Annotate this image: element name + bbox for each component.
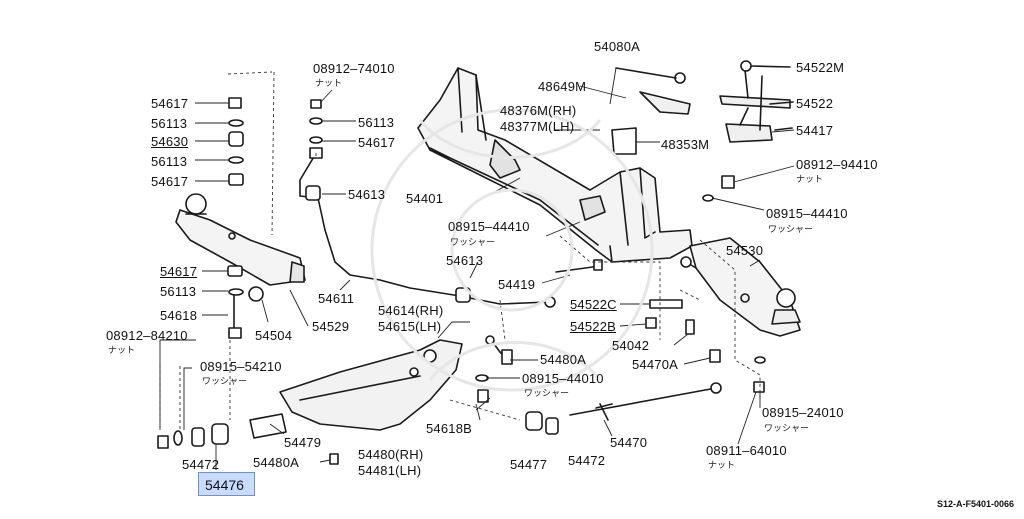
label-54504[interactable]: 54504 (255, 328, 293, 343)
label-54522C[interactable]: 54522C (570, 297, 617, 312)
label-washer-center: ワッシャー (450, 237, 496, 247)
label-54617-left-3[interactable]: 54617 (160, 264, 198, 279)
label-washer-right: ワッシャー (768, 224, 814, 234)
right-hardware (555, 127, 766, 393)
lower-plate-54480 (279, 339, 489, 431)
highlighted-part-54476[interactable]: 54476 (198, 472, 255, 496)
label-08912-84210[interactable]: 08912–84210 (106, 328, 188, 343)
label-54522[interactable]: 54522 (796, 96, 834, 111)
label-54630[interactable]: 54630 (151, 134, 189, 149)
label-54617-right[interactable]: 54617 (358, 135, 396, 150)
label-48377M[interactable]: 48377M(LH) (500, 119, 575, 134)
label-54613-center[interactable]: 54613 (446, 253, 484, 268)
label-54480A-center[interactable]: 54480A (540, 352, 587, 367)
label-nut: ナット (315, 78, 343, 88)
label-nut-2: ナット (796, 174, 824, 184)
label-08915-54210[interactable]: 08915–54210 (200, 359, 282, 374)
crossmember-54401 (417, 67, 693, 263)
label-54480-rh[interactable]: 54480(RH) (358, 447, 424, 462)
label-48353M[interactable]: 48353M (661, 137, 710, 152)
label-54529[interactable]: 54529 (312, 319, 350, 334)
label-54477[interactable]: 54477 (510, 457, 548, 472)
label-54481-lh[interactable]: 54481(LH) (358, 463, 422, 478)
watermark-emblem (370, 108, 654, 392)
label-54479[interactable]: 54479 (284, 435, 322, 450)
label-54618[interactable]: 54618 (160, 308, 198, 323)
bracket-54522 (615, 60, 794, 143)
left-parts-stack (227, 97, 244, 339)
label-08912-74010[interactable]: 08912–74010 (313, 61, 395, 76)
label-56113-left-3[interactable]: 56113 (160, 284, 197, 299)
label-washer-center-2: ワッシャー (524, 388, 570, 398)
label-56113-left-1[interactable]: 56113 (151, 116, 188, 131)
label-56113-left-2[interactable]: 56113 (151, 154, 188, 169)
label-08915-24010[interactable]: 08915–24010 (762, 405, 844, 420)
label-54419[interactable]: 54419 (498, 277, 536, 292)
label-54615-lh[interactable]: 54615(LH) (378, 319, 442, 334)
label-54613[interactable]: 54613 (348, 187, 386, 202)
label-48649M[interactable]: 48649M (538, 79, 587, 94)
label-54470[interactable]: 54470 (610, 435, 648, 450)
label-54472-right[interactable]: 54472 (568, 453, 606, 468)
label-54611[interactable]: 54611 (318, 291, 355, 306)
label-nut-4: ナット (708, 460, 736, 470)
label-54618B[interactable]: 54618B (426, 421, 473, 436)
label-54522M[interactable]: 54522M (796, 60, 845, 75)
label-washer-left: ワッシャー (202, 376, 248, 386)
label-54470A[interactable]: 54470A (632, 357, 679, 372)
label-54080A[interactable]: 54080A (594, 39, 641, 54)
label-54617-left-2[interactable]: 54617 (151, 174, 189, 189)
label-washer-right-2: ワッシャー (764, 423, 810, 433)
label-08915-44010[interactable]: 08915–44010 (522, 371, 604, 386)
tension-rod-54470 (525, 349, 722, 435)
label-54401[interactable]: 54401 (406, 191, 444, 206)
bottom-left-bushings (157, 413, 339, 465)
left-arm-54504 (175, 193, 306, 302)
label-08915-44410-right[interactable]: 08915–44410 (766, 206, 848, 221)
label-08912-94410[interactable]: 08912–94410 (796, 157, 878, 172)
stabilizer-link-54614 (475, 335, 513, 382)
label-08911-64010[interactable]: 08911–64010 (706, 443, 787, 458)
label-54042[interactable]: 54042 (612, 338, 650, 353)
lower-arm-54530 (680, 237, 801, 337)
label-56113-right[interactable]: 56113 (358, 115, 395, 130)
label-08915-44410-center[interactable]: 08915–44410 (448, 219, 530, 234)
highlighted-part-label: 54476 (205, 477, 244, 493)
label-54472-left[interactable]: 54472 (182, 457, 220, 472)
label-54480A-left[interactable]: 54480A (253, 455, 300, 470)
label-54417[interactable]: 54417 (796, 123, 834, 138)
label-54522B[interactable]: 54522B (570, 319, 617, 334)
label-54617-left-1[interactable]: 54617 (151, 96, 189, 111)
label-54614-rh[interactable]: 54614(RH) (378, 303, 444, 318)
diagram-code: S12-A-F5401-0066 (936, 499, 1014, 509)
label-nut-3: ナット (108, 345, 136, 355)
label-54530[interactable]: 54530 (726, 243, 764, 258)
label-48376M[interactable]: 48376M(RH) (500, 103, 577, 118)
